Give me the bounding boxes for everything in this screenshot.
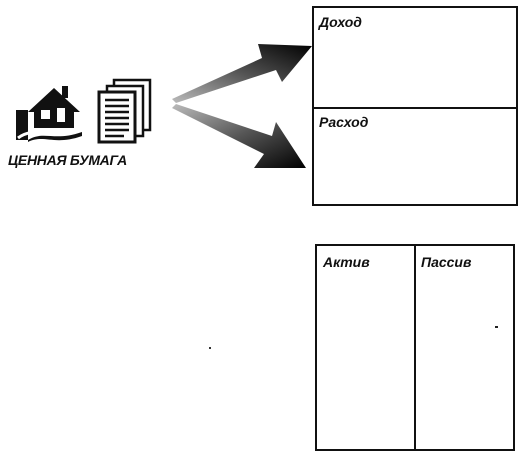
security-label: ЦЕННАЯ БУМАГА — [8, 152, 127, 168]
arrow-to-expense — [172, 104, 306, 168]
speck-mark — [495, 326, 498, 328]
income-expense-divider — [314, 107, 516, 109]
assets-liabilities-divider — [414, 246, 416, 449]
income-label: Доход — [319, 14, 362, 30]
assets-label: Актив — [323, 254, 370, 270]
documents-icon — [97, 78, 152, 144]
house-icon — [16, 86, 82, 142]
income-statement-box: Доход Расход — [312, 6, 518, 206]
arrow-to-income — [172, 44, 312, 103]
speck — [209, 347, 211, 349]
balance-sheet-box: Актив Пассив — [315, 244, 515, 451]
expense-label: Расход — [319, 114, 369, 130]
liabilities-label: Пассив — [421, 254, 472, 270]
